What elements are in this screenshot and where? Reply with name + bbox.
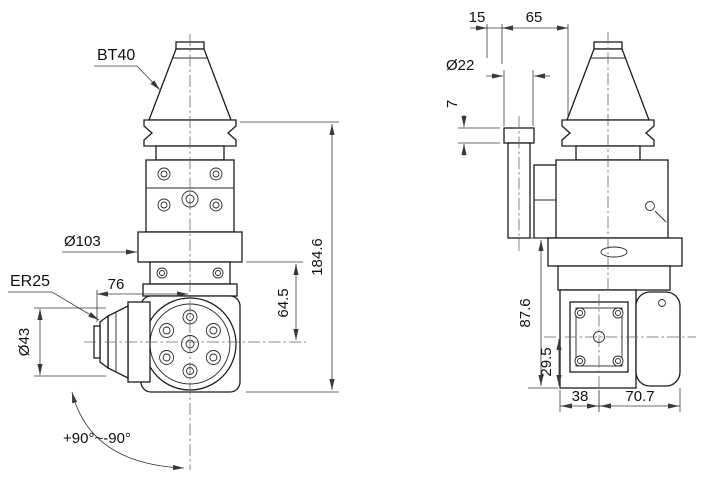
dim-rotation-range: +90°~-90° <box>63 391 185 471</box>
set-screw <box>658 299 666 307</box>
dim-87-6: 87.6 <box>517 237 558 389</box>
spacer <box>557 265 671 291</box>
clamp-lever <box>654 210 667 223</box>
bt40-leader <box>94 65 161 91</box>
dim-cap-height: 7 <box>444 100 500 156</box>
dia43-text: Ø43 <box>16 328 33 356</box>
dim-collet-diameter: Ø43 <box>16 307 106 377</box>
bolt-socket <box>160 201 168 209</box>
dim-64-5: 64.5 <box>246 261 303 340</box>
dia22-text: Ø22 <box>446 57 474 74</box>
body-side <box>547 159 683 291</box>
bolt-socket <box>159 270 165 276</box>
dim65-text: 65 <box>526 9 543 26</box>
front-view: BT40 Ø103 76 ER25 Ø43 <box>8 34 339 471</box>
dim-pin-diameter: Ø22 <box>446 57 550 126</box>
dim645-text: 64.5 <box>275 288 292 317</box>
bolt-socket <box>212 170 220 178</box>
upper-body <box>555 159 669 239</box>
label-bt40: BT40 <box>94 47 161 91</box>
rotation-arc <box>71 391 185 471</box>
dia103-text: Ø103 <box>64 233 101 250</box>
collet-nut-nose <box>99 314 109 370</box>
stop-pin <box>503 127 563 239</box>
face-bolt-socket <box>209 353 218 362</box>
angle-head <box>140 295 241 393</box>
dim-184-6: 184.6 <box>240 121 339 393</box>
dim876-text: 87.6 <box>517 298 534 327</box>
face-bolt-socket <box>209 326 218 335</box>
flange-slot <box>600 246 628 258</box>
angle-head-side <box>559 289 681 389</box>
plate-bolt-socket <box>577 358 583 364</box>
dim-bottom-widths: 38 70.7 <box>559 388 681 412</box>
rotation-text: +90°~-90° <box>63 430 131 447</box>
er25-leader <box>8 291 100 321</box>
plate-bolt-socket <box>577 310 583 316</box>
dim1846-text: 184.6 <box>309 238 326 276</box>
face-bolt-socket <box>162 326 171 335</box>
dim295-text: 29.5 <box>538 347 555 376</box>
er25-text: ER25 <box>10 273 50 290</box>
dim76-text: 76 <box>108 276 125 293</box>
bolt-socket <box>215 270 221 276</box>
side-view: 15 65 Ø22 7 <box>444 9 696 412</box>
clamp-screw <box>645 201 655 211</box>
plate-bolt-socket <box>615 358 621 364</box>
dim7-text: 7 <box>444 100 461 108</box>
bolt-socket <box>160 170 168 178</box>
bt40-text: BT40 <box>97 47 135 64</box>
head-cylinder <box>635 291 681 387</box>
face-bolt-socket <box>162 353 171 362</box>
dim707-text: 70.7 <box>625 388 654 405</box>
v-flange <box>561 119 655 147</box>
dim-29-5: 29.5 <box>538 339 562 386</box>
front-view-dimensions: BT40 Ø103 76 ER25 Ø43 <box>8 47 339 471</box>
bolt-socket <box>212 201 220 209</box>
dim-flange-diameter: Ø103 <box>62 233 137 255</box>
dim-top-offsets: 15 65 <box>469 9 569 116</box>
dim15-text: 15 <box>469 9 486 26</box>
plate-bolt-socket <box>615 310 621 316</box>
label-er25: ER25 <box>8 273 100 321</box>
dim38-text: 38 <box>572 388 589 405</box>
side-view-dimensions: 15 65 Ø22 7 <box>444 9 681 412</box>
